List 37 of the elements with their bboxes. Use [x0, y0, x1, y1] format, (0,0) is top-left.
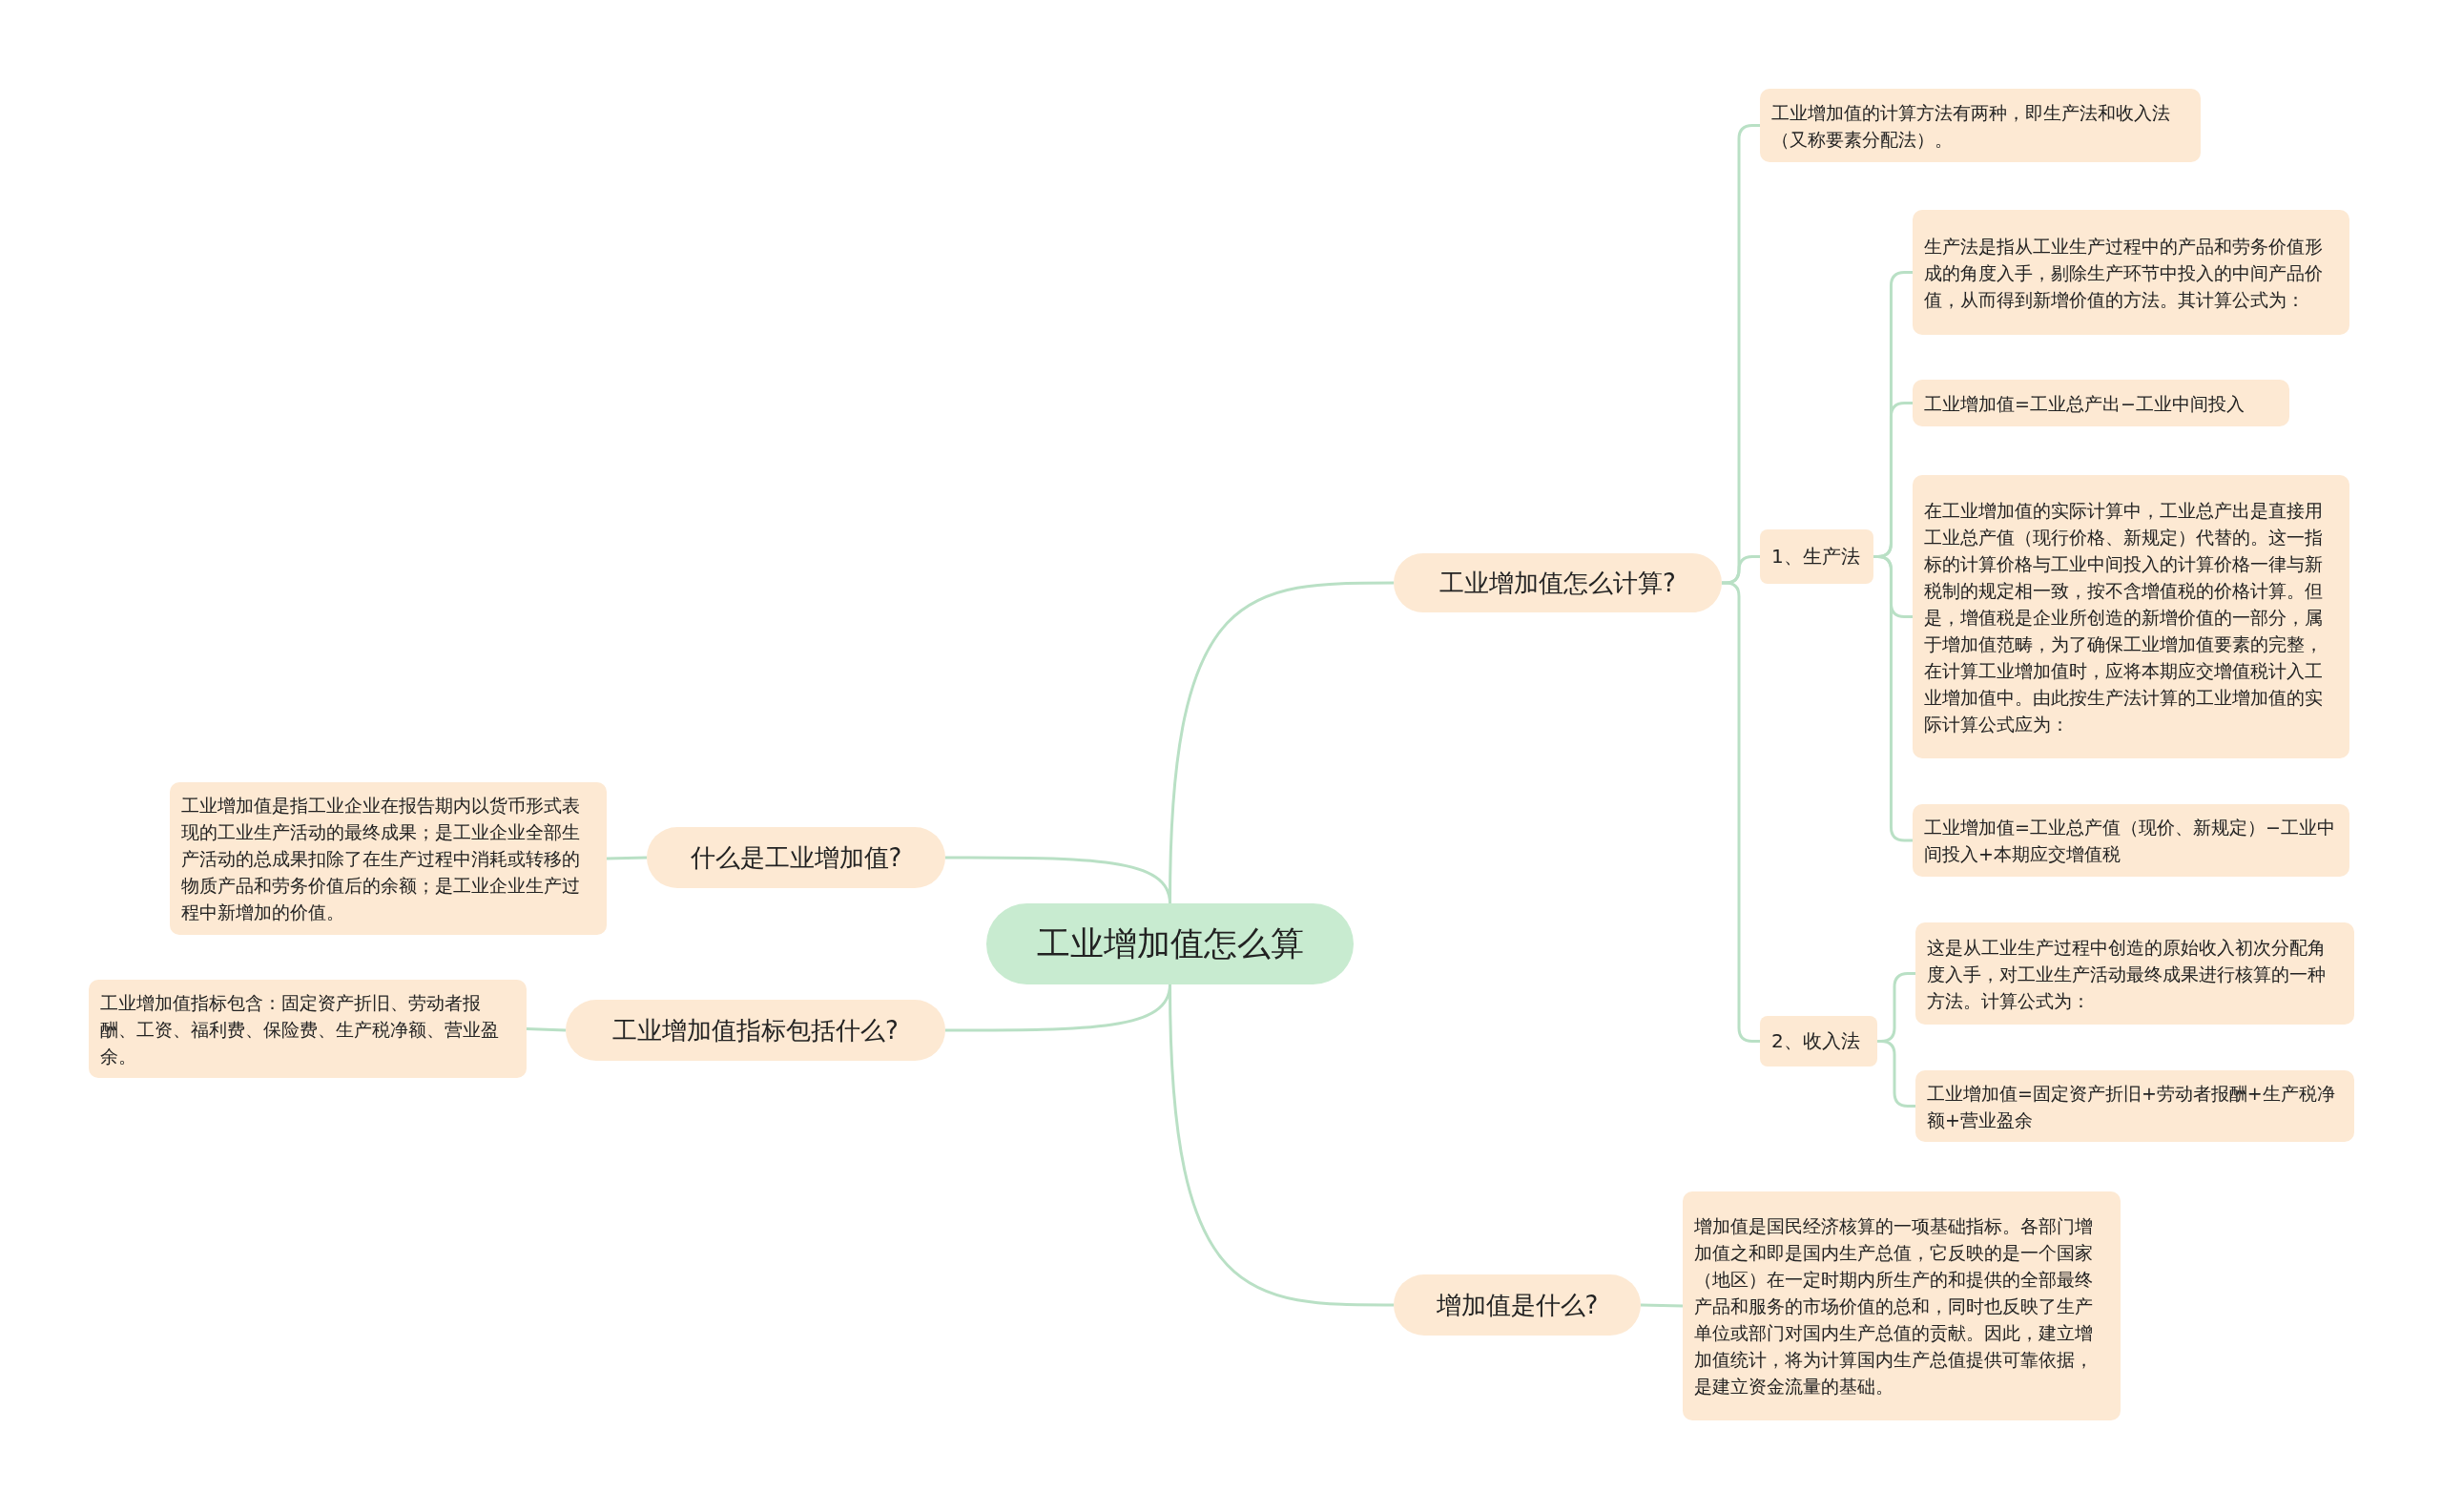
connector-line — [1722, 581, 1760, 1043]
note-text: 增加值是国民经济核算的一项基础指标。各部门增加值之和即是国内生产总值，它反映的是一个国家（地区）在一定时期内所生产的和提供的全部最终产品和服务的市场价值的总和，同时也反映了生产单位或部门对国内生产总值的贡献。因此，建立增加值统计，将为计算国内生产总值提供可靠依据，是建立资金流量的基础。 — [1694, 1214, 2094, 1398]
connector-line — [1877, 1040, 1915, 1108]
note-text: 工业增加值=工业总产值（现价、新规定）−工业中间投入+本期应交增值税 — [1924, 816, 2336, 866]
note-text: 工业增加值指标包含：固定资产折旧、劳动者报酬、工资、福利费、保险费、生产税净额、营业盈余。 — [100, 990, 500, 1068]
note-box — [170, 782, 607, 935]
note-box — [1915, 1070, 2354, 1142]
note-text: 工业增加值=工业总产出−工业中间投入 — [1924, 391, 2245, 416]
note-box — [1913, 475, 2349, 758]
note-box — [1915, 922, 2354, 1025]
connector-line — [945, 984, 1171, 1032]
note-text: 工业增加值是指工业企业在报告期内以货币形式表现的工业生产活动的最终成果；是工业企业全部生产活动的总成果扣除了在生产过程中消耗或转移的物质产品和劳务价值后的余额；是工业企业生产过程中新增加的价值。 — [181, 794, 581, 924]
note-text: 生产法是指从工业生产过程中的产品和劳务价值形成的角度入手，剔除生产环节中投入的中间产品价值，从而得到新增价值的方法。其计算公式为： — [1924, 234, 2324, 312]
subtopic-text: 2、收入法 — [1771, 1028, 1860, 1054]
note-box — [89, 980, 527, 1078]
connector-line — [945, 856, 1171, 904]
topic-text: 工业增加值指标包括什么? — [612, 1014, 899, 1046]
note-box — [1683, 1191, 2121, 1420]
note-text: 工业增加值=固定资产折旧+劳动者报酬+生产税净额+营业盈余 — [1927, 1081, 2336, 1132]
connector-line — [526, 1027, 567, 1032]
note-box — [1913, 380, 2289, 426]
connector-line — [1640, 1303, 1684, 1308]
topic-text: 工业增加值怎么计算? — [1439, 567, 1676, 599]
note-box — [1913, 804, 2349, 877]
note-text: 在工业增加值的实际计算中，工业总产出是直接用工业总产值（现行价格、新规定）代替的。这一指标的计算价格与工业中间投入的计算价格一律与新税制的规定相一致，按不含增值税的价格计算。但是，增值税是企业所创造的新增价值的一部分，属于增加值范畴，为了确保工业增加值要素的完整，在计算工业增加值时，应将本期应交增值税计入工业增加值中。由此按生产法计算的工业增加值的实际计算公式应为： — [1924, 498, 2324, 736]
subtopic-text: 1、生产法 — [1771, 544, 1860, 570]
note-box — [1760, 89, 2201, 162]
note-box — [1913, 210, 2349, 335]
topic-text: 增加值是什么? — [1436, 1289, 1599, 1321]
connector-line — [606, 856, 648, 860]
subtopic-box — [1760, 1016, 1877, 1067]
central-topic-text: 工业增加值怎么算 — [1036, 923, 1304, 964]
note-text: 工业增加值的计算方法有两种，即生产法和收入法（又称要素分配法）。 — [1771, 100, 2171, 152]
topic-text: 什么是工业增加值? — [690, 841, 902, 874]
subtopic-box — [1760, 529, 1873, 584]
note-text: 这是从工业生产过程中创造的原始收入初次分配角度入手，对工业生产活动最终成果进行核算的一种方法。计算公式为： — [1927, 935, 2327, 1013]
connector-line — [1873, 555, 1913, 842]
